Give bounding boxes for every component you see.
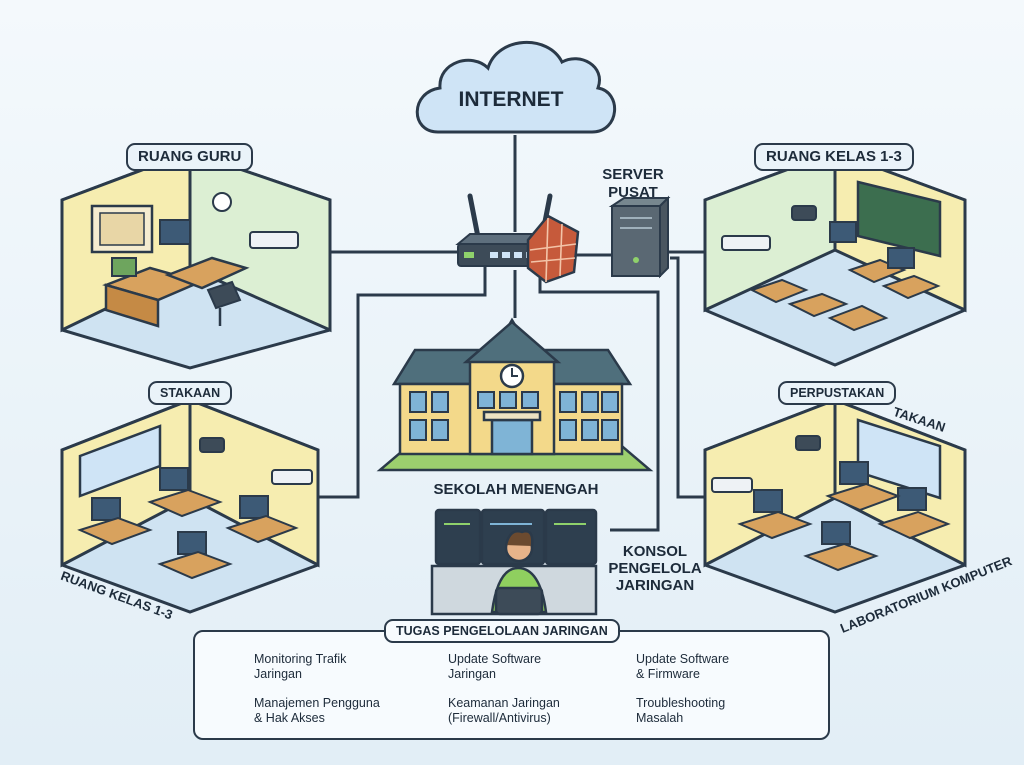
task-update-firmware: Update Software & Firmware [636,652,729,682]
tasks-title: TUGAS PENGELOLAAN JARINGAN [384,619,620,643]
console-operator [430,508,598,616]
console-label-line2: PENGELOLA [608,560,702,577]
task-line2: Jaringan [254,667,302,681]
task-line1: Update Software [448,652,542,666]
task-line2: Jaringan [448,667,496,681]
task-line1: Keamanan Jaringan [448,696,560,710]
task-monitoring-trafik: Monitoring Trafik Jaringan [254,652,346,682]
school-window [431,391,449,413]
task-line1: Troubleshooting [636,696,726,710]
school-window [559,391,577,413]
console-label-line1: KONSOL [622,543,688,560]
task-line2: & Hak Akses [254,711,325,725]
room-label-stakaan: STAKAAN [148,381,233,405]
server-label-line1: SERVER [602,166,664,183]
room-stakaan [60,397,320,614]
school-window [581,391,599,413]
school-window [431,419,449,441]
room-perpustakaan-lab [703,397,967,614]
server-label: SERVER PUSAT [588,166,678,202]
room-ruang-kelas-top [703,149,967,367]
room-label-ruang-kelas-top: RUANG KELAS 1-3 [754,143,914,171]
task-line2: Masalah [636,711,684,725]
school-window [601,391,619,413]
console-label: KONSOL PENGELOLA JARINGAN [600,543,710,594]
room-ruang-guru [60,149,332,370]
school-window [409,419,427,441]
task-line1: Manajemen Pengguna [254,696,380,710]
school-windows [409,391,619,441]
task-line2: (Firewall/Antivirus) [448,711,551,725]
internet-label: INTERNET [458,88,564,111]
school-window [559,419,577,441]
school-window [601,419,619,441]
console-label-line3: JARINGAN [615,577,695,594]
room-label-ruang-guru: RUANG GURU [126,143,254,171]
task-line1: Update Software [636,652,730,666]
room-label-perpustakaan: PERPUSTAKAN [778,381,897,405]
server-label-line2: PUSAT [608,184,658,201]
task-line1: Monitoring Trafik [254,652,347,666]
task-line2: & Firmware [636,667,700,681]
server-icon [608,195,671,279]
school-window [581,419,599,441]
task-update-software-jaringan: Update Software Jaringan [448,652,541,682]
school-label: SEKOLAH MENENGAH [433,481,599,498]
task-troubleshooting: Troubleshooting Masalah [636,696,725,726]
firewall-icon [526,214,580,284]
school-window [477,391,495,409]
school-window [499,391,517,409]
task-keamanan-jaringan: Keamanan Jaringan (Firewall/Antivirus) [448,696,560,726]
school-window [521,391,539,409]
task-manajemen-pengguna: Manajemen Pengguna & Hak Akses [254,696,380,726]
school-window [409,391,427,413]
internet-cloud [415,40,616,134]
